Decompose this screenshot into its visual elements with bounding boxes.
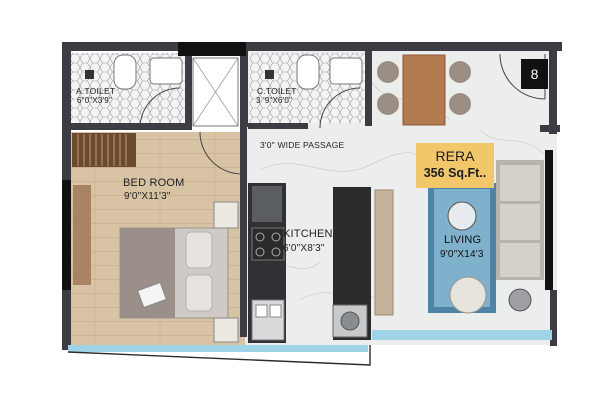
armchair	[449, 276, 487, 314]
bed-room-label: BED ROOM	[123, 177, 185, 189]
rera-area: 356 Sq.Ft..	[423, 166, 487, 180]
kitchen-dims: 6'0"X8'3"	[283, 243, 325, 254]
kitchen-label: KITCHEN	[283, 228, 333, 240]
living-label: LIVING	[444, 234, 482, 246]
coffee-table	[447, 201, 477, 231]
top-wall-block	[178, 42, 246, 56]
c-toilet-wc	[296, 54, 320, 90]
c-toilet-drain	[265, 70, 274, 79]
bottom-edge	[67, 345, 371, 366]
c-toilet-dims: 3 '9"X6'0"	[256, 96, 293, 105]
rera-area-badge: RERA 356 Sq.Ft..	[416, 143, 494, 188]
c-toilet-label: C.TOILET	[257, 86, 297, 96]
a-toilet-drain	[85, 70, 94, 79]
kitchen-counter	[248, 183, 286, 343]
living-dims: 9'0"X14'3	[440, 249, 484, 260]
floor-lamp	[508, 288, 532, 312]
sofa	[496, 160, 544, 280]
a-toilet-dims: 6"0"X3'9"	[77, 96, 112, 105]
a-toilet-label: A.TOILET	[76, 86, 116, 96]
dining-set	[377, 54, 471, 126]
study-desk	[73, 185, 91, 285]
unit-number-tag: 8	[521, 59, 548, 89]
passage-label: 3'0" WIDE PASSAGE	[260, 140, 345, 150]
a-toilet-basin	[149, 57, 183, 85]
c-toilet-basin	[329, 57, 363, 85]
side-table-top	[213, 201, 239, 229]
tv-unit	[374, 189, 394, 316]
bed-room-dims: 9'0"X11'3"	[124, 191, 171, 202]
side-table-bottom	[213, 317, 239, 343]
rera-title: RERA	[435, 148, 475, 164]
wardrobe	[72, 133, 136, 167]
windows	[62, 150, 553, 352]
a-toilet-wc	[113, 54, 137, 90]
bed	[119, 227, 229, 319]
